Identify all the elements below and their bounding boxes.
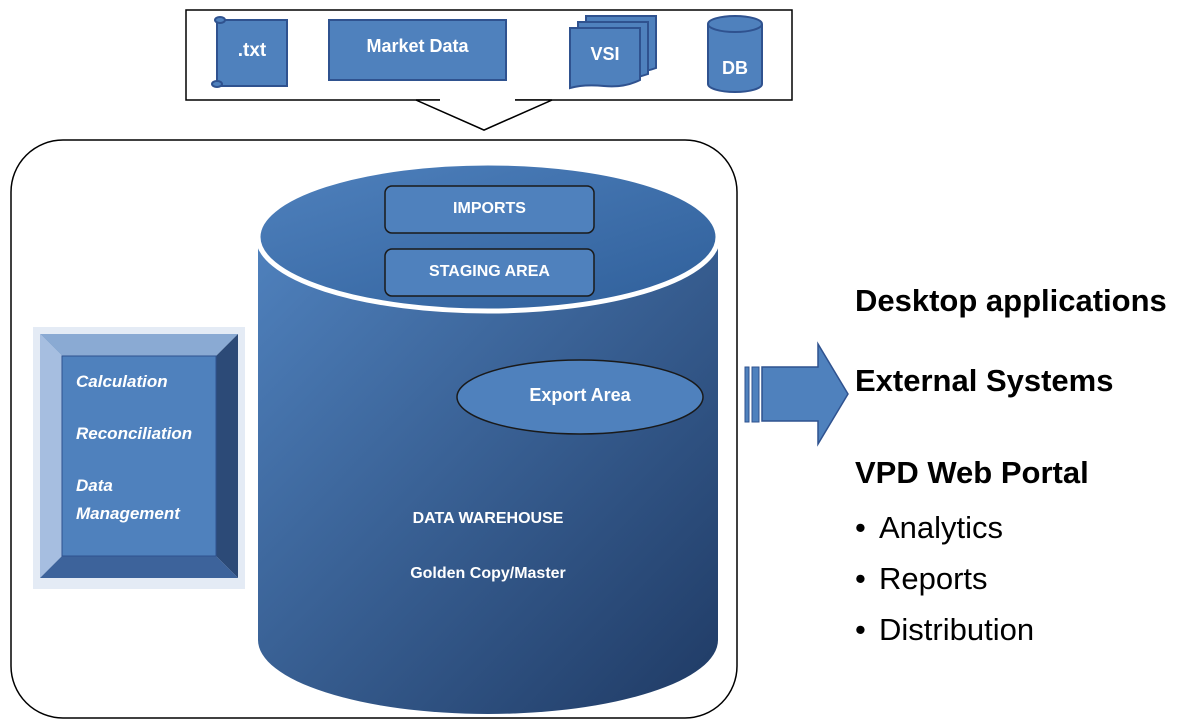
data-warehouse-title: DATA WAREHOUSE	[412, 510, 564, 527]
bullet-icon: •	[855, 561, 866, 596]
vsi-label: VSI	[590, 44, 620, 64]
distribution-label: Distribution	[879, 612, 1035, 647]
external-systems-label: External Systems	[855, 363, 1114, 398]
portal-features-list: • Analytics • Reports • Distribution	[855, 502, 1034, 655]
imports-label: IMPORTS	[453, 200, 526, 217]
processes-bevel-frame	[33, 327, 245, 589]
staging-area-box	[384, 248, 595, 297]
calculation-label: Calculation	[76, 372, 168, 391]
list-item: • Reports	[855, 553, 1034, 604]
reports-label: Reports	[879, 561, 988, 596]
desktop-applications-label: Desktop applications	[855, 283, 1167, 318]
txt-label: .txt	[237, 40, 267, 61]
management-label: Management	[76, 504, 180, 523]
reconciliation-label: Reconciliation	[76, 424, 193, 443]
output-arrow	[744, 341, 849, 447]
db-cylinder-icon	[707, 15, 763, 93]
market-data-box	[328, 19, 507, 81]
list-item: • Distribution	[855, 604, 1034, 655]
text-file-scroll-icon	[211, 16, 288, 88]
db-label: DB	[722, 58, 748, 78]
staging-area-label: STAGING AREA	[429, 263, 550, 280]
vsi-documents-icon	[569, 15, 657, 90]
golden-copy-label: Golden Copy/Master	[410, 565, 566, 582]
bullet-icon: •	[855, 612, 866, 647]
export-area-ellipse	[456, 359, 704, 435]
vpd-web-portal-title: VPD Web Portal	[855, 455, 1089, 490]
sources-down-arrow	[415, 99, 553, 131]
market-data-label: Market Data	[366, 36, 469, 56]
data-label: Data	[76, 476, 113, 495]
imports-box	[384, 185, 595, 234]
bullet-icon: •	[855, 510, 866, 545]
analytics-label: Analytics	[879, 510, 1004, 545]
list-item: • Analytics	[855, 502, 1034, 553]
export-area-label: Export Area	[529, 385, 631, 405]
data-warehouse-cylinder	[255, 160, 721, 714]
